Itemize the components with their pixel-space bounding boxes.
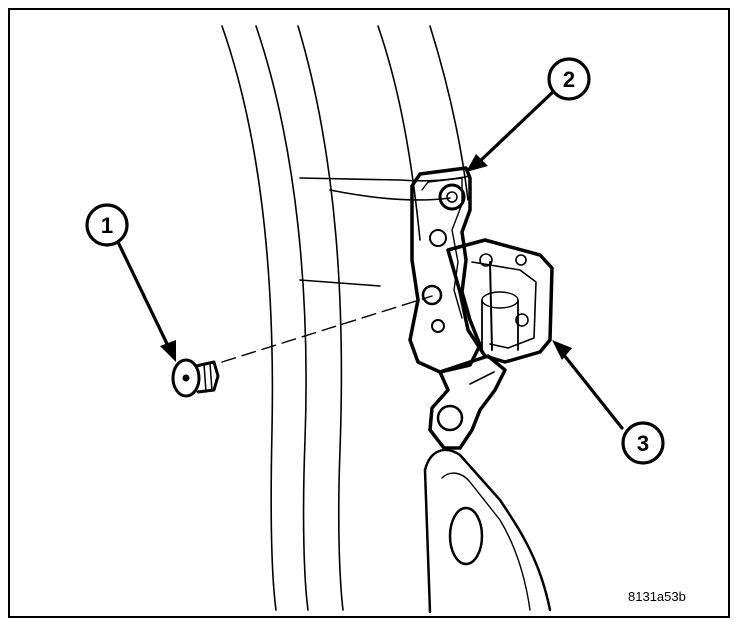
callout-number-2: 2 [563,67,575,92]
arrowhead-3 [552,340,572,360]
callout-circle-1 [85,203,129,247]
arrowhead-1 [160,340,176,362]
door-lower-panel [423,448,552,614]
callout-circle-3 [621,421,665,465]
alignment-line [221,295,433,363]
hinge-pin [171,358,220,398]
callout-circle-2 [547,57,591,101]
arrowhead-2 [466,154,488,172]
callout-number-3: 3 [637,431,649,456]
pillar-contours [221,25,471,611]
leader-lines [116,88,624,430]
door-hinge [408,166,554,450]
callout-number-1: 1 [101,213,113,238]
figure-id-label: 8131a53b [628,589,686,604]
figure-frame [8,8,730,618]
